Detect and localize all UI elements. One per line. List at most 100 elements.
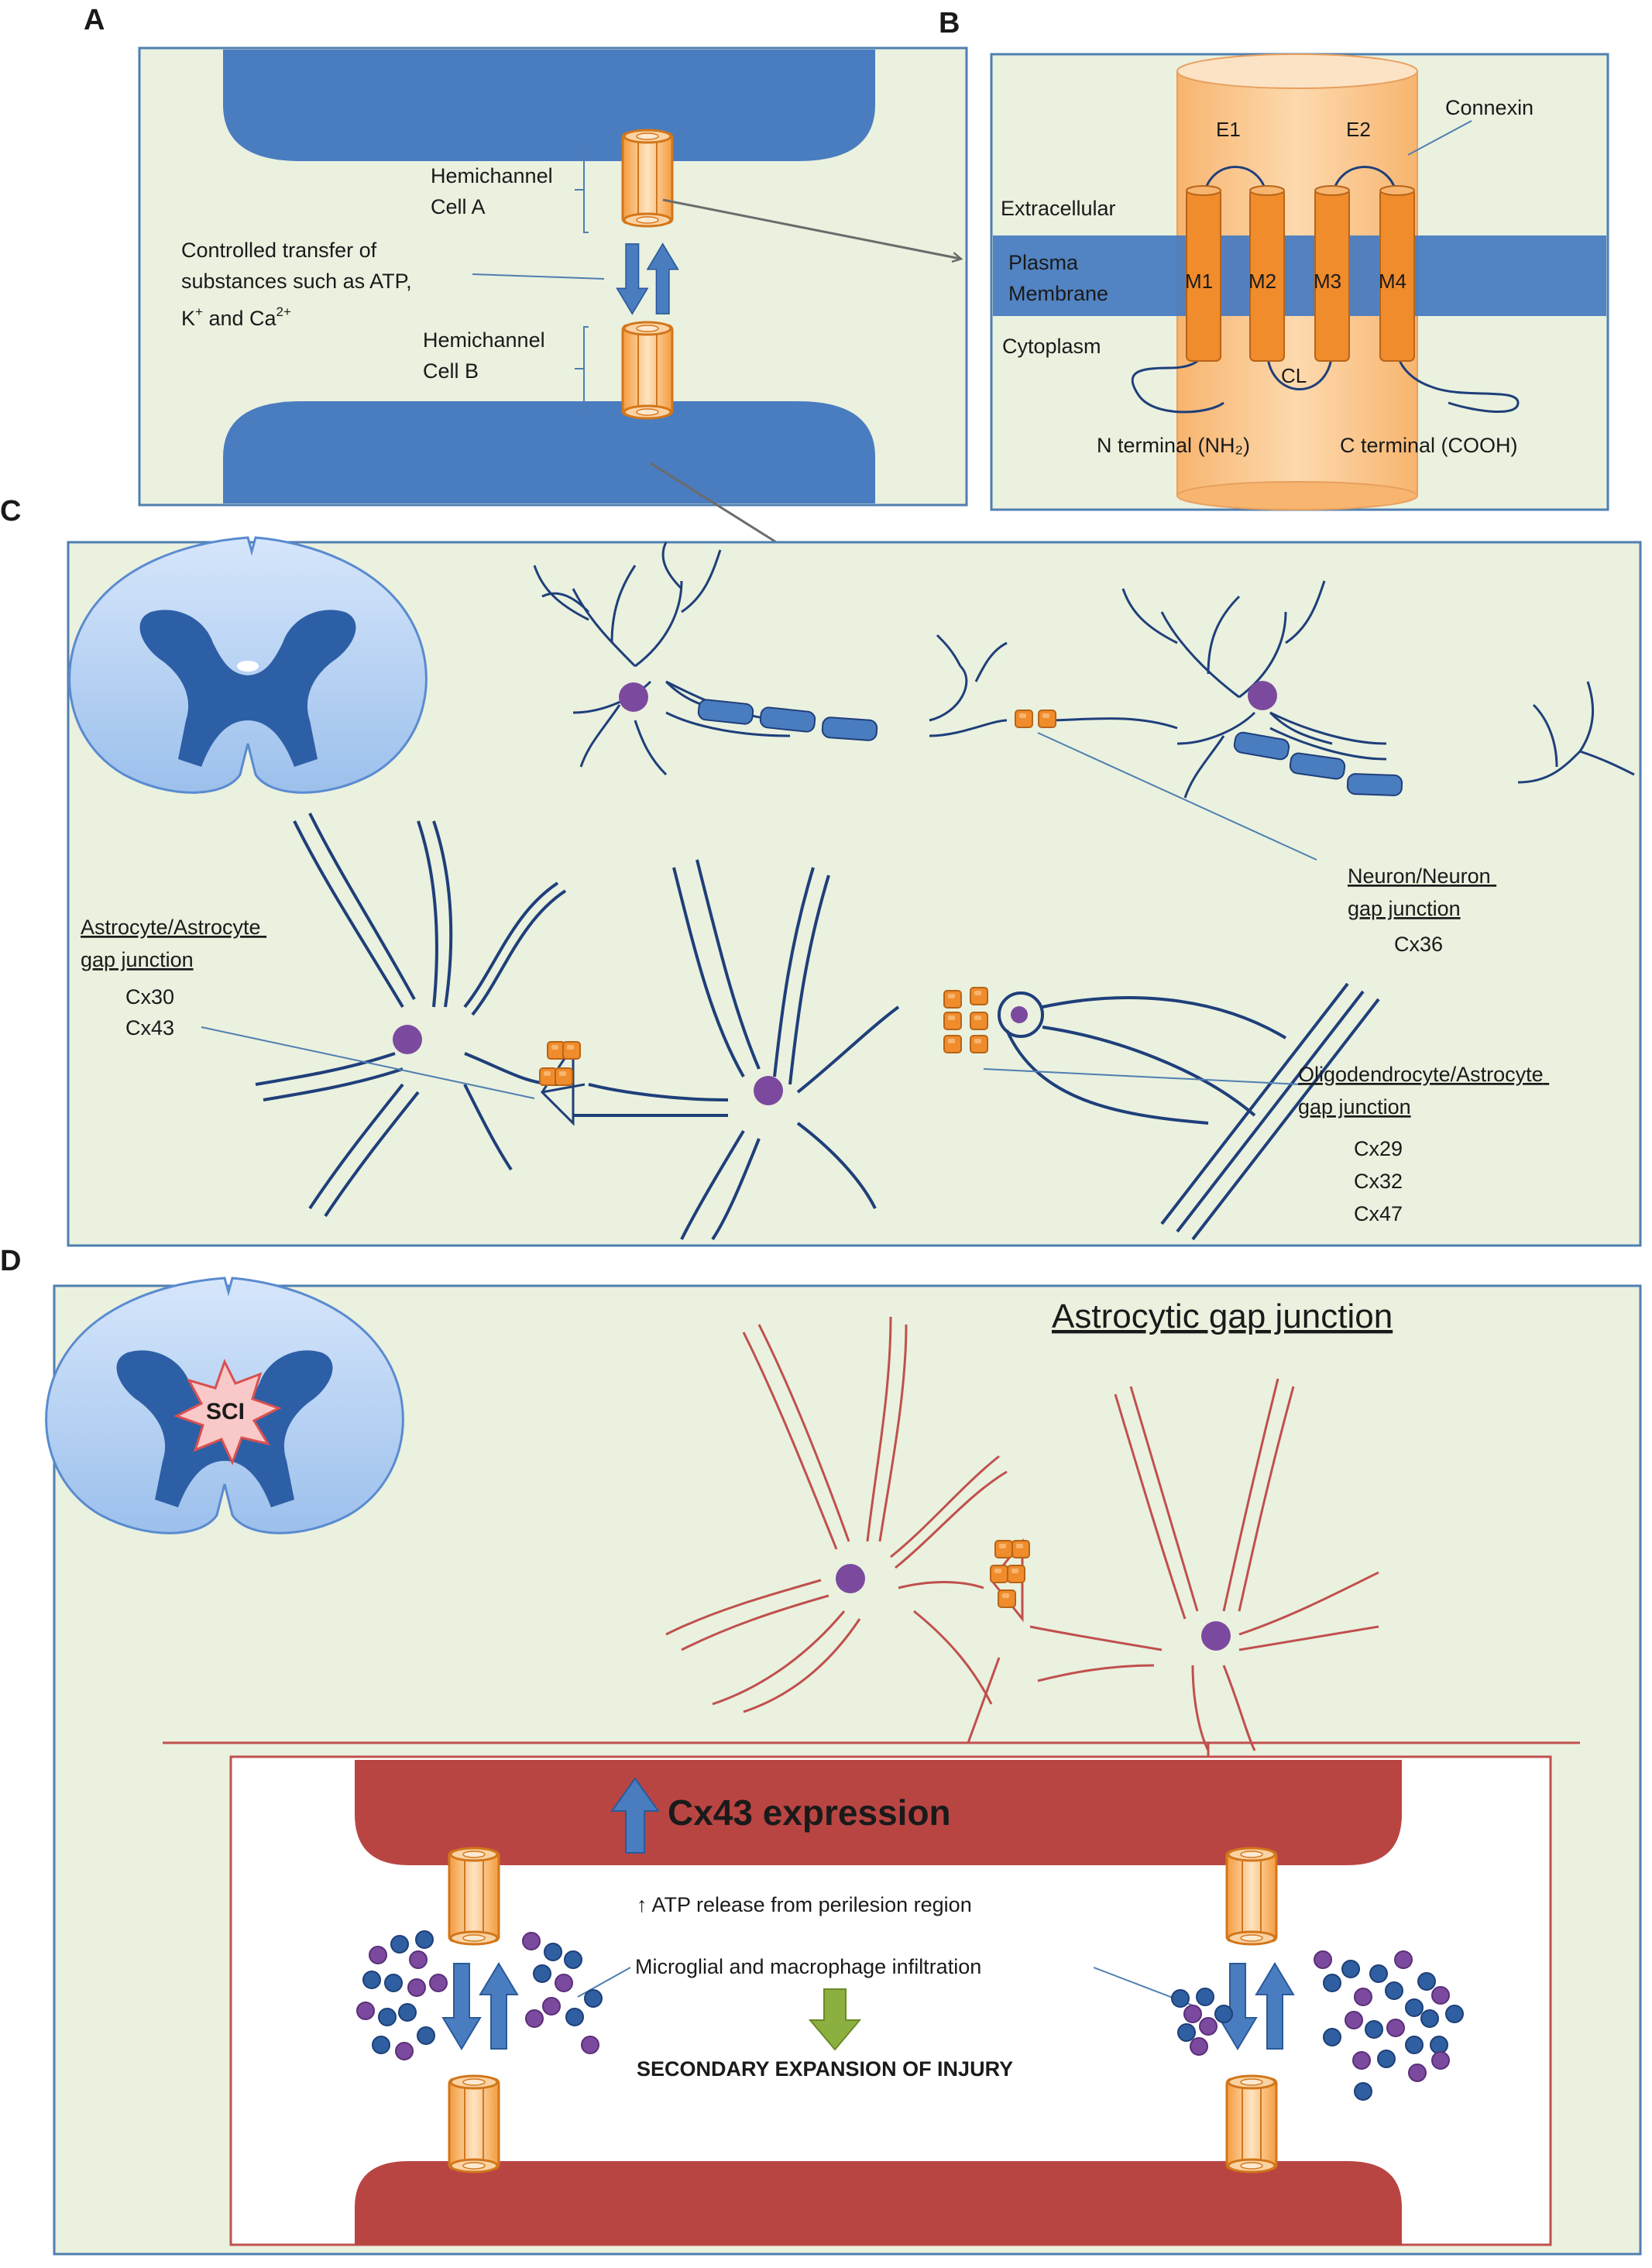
microglia-dot bbox=[1431, 1986, 1450, 2005]
microglia-dot bbox=[1314, 1950, 1332, 1969]
transfer-leader bbox=[472, 273, 605, 280]
macrophage-dot bbox=[415, 1930, 434, 1949]
reactive-gap-junction-icon-5 bbox=[998, 1589, 1016, 1608]
astro-gap-junction-icon-3 bbox=[539, 1067, 558, 1086]
astro-gap-junction-icon-4 bbox=[555, 1067, 573, 1086]
macrophage-dot bbox=[533, 1964, 551, 1983]
macrophage-dot bbox=[1430, 2036, 1448, 2054]
neuron-junction-label: Neuron/Neuron gap junction bbox=[1348, 864, 1496, 920]
microglia-dot bbox=[395, 2042, 414, 2060]
macrophage-dot bbox=[1341, 1960, 1360, 1978]
microglia-dot bbox=[555, 1974, 573, 1992]
immune-cell-particles bbox=[356, 1930, 1464, 2101]
reactive-gap-junction-icon-1 bbox=[994, 1540, 1013, 1558]
neuron-left-myelin bbox=[697, 699, 878, 741]
cell-b-membrane bbox=[223, 401, 875, 503]
m1-label: M1 bbox=[1185, 270, 1213, 293]
astrocyte-left-nucleus bbox=[393, 1025, 422, 1054]
hemichannel-b-label: Hemichannel Cell B bbox=[423, 328, 551, 383]
oligodendrocyte bbox=[998, 982, 1380, 1241]
panel-b-letter: B bbox=[939, 7, 960, 40]
m3-label: M3 bbox=[1314, 270, 1341, 293]
microglia-dot bbox=[1199, 2017, 1218, 2036]
microglia-dot bbox=[1386, 2019, 1405, 2037]
macrophage-dot bbox=[362, 1971, 381, 1989]
oligo-gap-junction-icon-3 bbox=[943, 1012, 962, 1030]
hemichannel-cell-a-icon bbox=[621, 129, 674, 228]
macrophage-dot bbox=[1445, 2005, 1464, 2023]
neuron-left-nucleus bbox=[619, 682, 648, 712]
macrophage-dot bbox=[564, 1950, 582, 1969]
microglia-dot bbox=[407, 1978, 426, 1997]
macrophage-dot bbox=[1385, 1981, 1403, 2000]
microglia-dot bbox=[581, 2036, 599, 2054]
astro-cx-label: Cx30 Cx43 bbox=[125, 985, 180, 1040]
macrophage-dot bbox=[1405, 1998, 1424, 2017]
sci-burst-icon bbox=[173, 1359, 282, 1466]
oligo-gap-junction-icon-2 bbox=[970, 987, 988, 1005]
macrophage-dot bbox=[398, 2003, 417, 2022]
macrophage-dot bbox=[1177, 2023, 1196, 2042]
infiltration-label: Microglial and macrophage infiltration bbox=[635, 1955, 981, 1978]
microglia-dot bbox=[1190, 2037, 1208, 2056]
macrophage-dot bbox=[384, 1974, 403, 1992]
microglia-dot bbox=[409, 1950, 428, 1969]
sci-label: SCI bbox=[206, 1399, 245, 1424]
inset-bottom-membrane bbox=[355, 2161, 1402, 2245]
neuron-gap-junction-icon-1 bbox=[1015, 710, 1033, 728]
oligo-gap-junction-icon-1 bbox=[943, 990, 962, 1009]
reactive-astrocyte-left bbox=[665, 1316, 1008, 1713]
neuron-cx-label: Cx36 bbox=[1394, 933, 1443, 956]
panel-a-letter: A bbox=[84, 4, 105, 36]
c-terminal-tail bbox=[1396, 348, 1520, 413]
oligo-junction-label: Oligodendrocyte/Astrocyte gap junction bbox=[1298, 1063, 1549, 1119]
connexin-label: Connexin bbox=[1445, 96, 1534, 119]
e2-label: E2 bbox=[1346, 118, 1371, 141]
macrophage-dot bbox=[1377, 2050, 1396, 2068]
connexin-leader bbox=[1407, 120, 1472, 156]
c-terminal-label: C terminal (COOH) bbox=[1340, 434, 1518, 457]
oligo-gap-junction-icon-6 bbox=[970, 1035, 988, 1053]
reactive-gap-junction-icon-2 bbox=[1011, 1540, 1030, 1558]
panel-d-title: Astrocytic gap junction bbox=[1052, 1297, 1393, 1335]
microglia-dot bbox=[356, 2002, 375, 2020]
secondary-expansion-label: SECONDARY EXPANSION OF INJURY bbox=[637, 2057, 1013, 2081]
inset-hemichannel-top-right-icon bbox=[1225, 1847, 1278, 1946]
neuron-gap-junction-icon-2 bbox=[1038, 710, 1056, 728]
macrophage-dot bbox=[417, 2026, 435, 2045]
macrophage-dot bbox=[1196, 1988, 1214, 2006]
astro-gap-junction-icon-1 bbox=[547, 1041, 565, 1060]
zoom-arrow-a-to-b bbox=[662, 198, 960, 259]
spinal-cord-icon bbox=[68, 536, 428, 794]
n-terminal-label: N terminal (NH₂) bbox=[1097, 434, 1250, 457]
oligo-junction-leader bbox=[983, 1068, 1302, 1085]
panel-d-letter: D bbox=[0, 1245, 21, 1277]
plasma-membrane-band bbox=[993, 235, 1606, 316]
reactive-astrocyte-right-nucleus bbox=[1201, 1621, 1231, 1651]
macrophage-dot bbox=[1365, 2020, 1383, 2039]
hemichannel-a-label: Hemichannel Cell A bbox=[431, 164, 558, 218]
m2-label: M2 bbox=[1248, 270, 1276, 293]
panel-c-letter: C bbox=[0, 495, 21, 527]
macrophage-dot bbox=[1369, 1964, 1388, 1983]
cell-a-membrane bbox=[223, 50, 875, 161]
macrophage-dot bbox=[1405, 2036, 1424, 2054]
neuron-right-nucleus bbox=[1248, 681, 1277, 710]
microglia-dot bbox=[525, 2009, 544, 2028]
macrophage-dot bbox=[1171, 1989, 1190, 2008]
cx43-up-arrow-icon bbox=[610, 1777, 660, 1854]
neuron-junction-leader bbox=[1037, 732, 1317, 861]
cytoplasm-label: Cytoplasm bbox=[1002, 335, 1101, 358]
n-terminal-tail bbox=[1131, 348, 1224, 414]
plasma-membrane-label: Plasma Membrane bbox=[1008, 251, 1108, 305]
macrophage-dot bbox=[372, 2036, 390, 2054]
e1-label: E1 bbox=[1216, 118, 1241, 141]
macrophage-dot bbox=[1417, 1972, 1436, 1991]
neuron-right-myelin bbox=[1233, 731, 1403, 796]
macrophage-dot bbox=[1420, 2009, 1439, 2028]
macrophage-dot bbox=[1323, 1974, 1341, 1992]
zoom-line-left bbox=[967, 1657, 1001, 1744]
astrocyte-center-nucleus bbox=[754, 1076, 783, 1105]
neuron-right bbox=[1045, 580, 1635, 799]
